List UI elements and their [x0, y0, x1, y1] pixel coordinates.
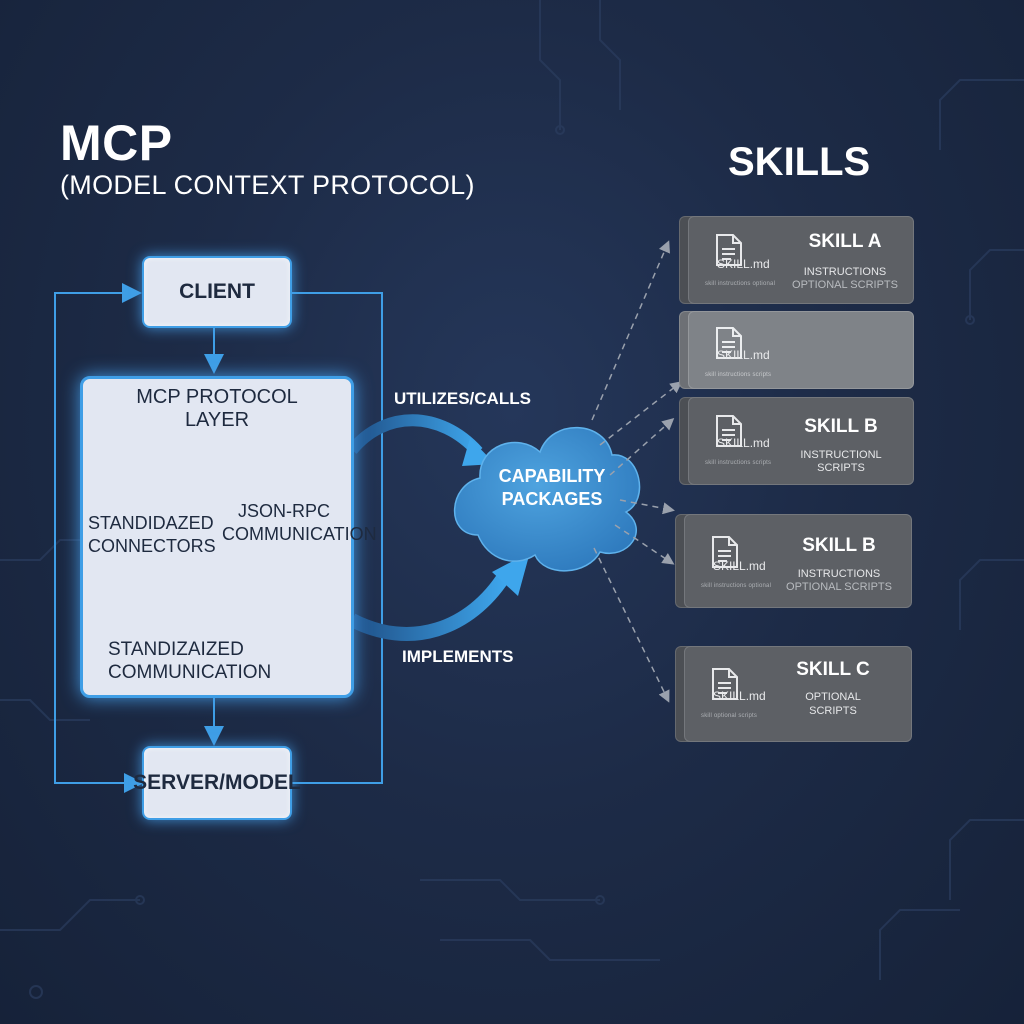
skill-md-label: SKILL.md — [717, 348, 770, 362]
skill-title: SKILL B — [802, 535, 876, 556]
skill-line-1: OPTIONAL — [805, 691, 861, 703]
skill-md-label: SKILL.md — [713, 559, 766, 573]
layer-title: MCP PROTOCOL LAYER — [136, 386, 298, 431]
skill-line-1: INSTRUCTIONL — [800, 449, 882, 461]
outer-loop-lines — [54, 283, 383, 793]
communication-label: STANDIZAIZED COMMUNICATION — [108, 639, 272, 683]
skill-tiny-text: skill instructions optional — [705, 281, 776, 287]
skill-card-b2: SKILL.md skill instructions optional SKI… — [684, 514, 912, 608]
mcp-protocol-layer-box — [80, 376, 354, 698]
diagram-title: MCP — [60, 115, 173, 171]
skill-line-2: OPTIONAL SCRIPTS — [786, 581, 892, 593]
skill-connectors — [591, 240, 683, 703]
implements-arrowhead — [492, 552, 530, 596]
connectors-label: STANDIDAZED CONNECTORS — [88, 513, 216, 556]
skill-card-b1: SKILL.md skill instructions scripts SKIL… — [688, 397, 914, 485]
document-icon — [712, 668, 738, 700]
utilizes-arc — [347, 414, 483, 457]
client-node: CLIENT — [142, 256, 292, 328]
skill-card-c: SKILL.md skill optional scripts SKILL C … — [684, 646, 912, 742]
server-model-label: SERVER/MODEL — [133, 771, 301, 794]
document-icon — [716, 415, 742, 447]
skill-md-label: SKILL.md — [717, 436, 770, 450]
skill-line-2: SCRIPTS — [817, 462, 865, 474]
skills-title: SKILLS — [728, 140, 871, 184]
skill-title: SKILL B — [804, 416, 878, 437]
skill-md-label: SKILL.md — [717, 257, 770, 271]
skill-md-label: SKILL.md — [713, 689, 766, 703]
skill-tiny-text: skill optional scripts — [701, 713, 758, 719]
skill-line-2: OPTIONAL SCRIPTS — [792, 279, 898, 291]
implements-label: IMPLEMENTS — [402, 647, 514, 666]
document-icon — [716, 327, 742, 359]
skill-line-2: SCRIPTS — [809, 705, 857, 717]
document-icon — [716, 234, 742, 266]
skill-tiny-text: skill instructions optional — [701, 583, 772, 589]
implements-arc — [348, 571, 511, 641]
skill-line-1: INSTRUCTIONS — [797, 568, 881, 580]
jsonrpc-label: JSON-RPC COMMUNICATION — [222, 501, 377, 544]
cloud-label: CAPABILITY PACKAGES — [498, 466, 606, 509]
utilizes-label: UTILIZES/CALLS — [394, 389, 531, 408]
skill-card-blank: SKILL.md skill instructions scripts — [688, 311, 914, 389]
skill-tiny-text: skill instructions scripts — [705, 372, 772, 378]
skill-line-1: INSTRUCTIONS — [803, 266, 887, 278]
skill-card-a: SKILL.md skill instructions optional SKI… — [688, 216, 914, 304]
server-model-node: SERVER/MODEL — [133, 746, 301, 820]
document-icon — [712, 536, 738, 568]
client-label: CLIENT — [179, 280, 255, 303]
cloud-shape — [453, 426, 641, 572]
skill-title: SKILL C — [796, 659, 870, 680]
diagram-subtitle: (MODEL CONTEXT PROTOCOL) — [60, 170, 475, 200]
skill-title: SKILL A — [808, 231, 882, 252]
skill-tiny-text: skill instructions scripts — [705, 460, 772, 466]
